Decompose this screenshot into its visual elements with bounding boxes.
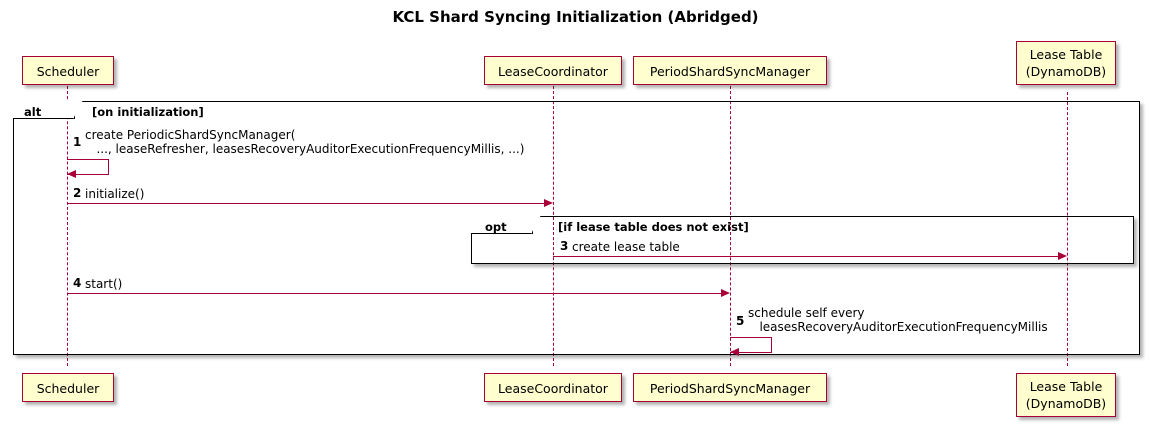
message-2-line — [67, 203, 544, 204]
fragment-alt-label: alt — [24, 105, 42, 119]
fragment-opt-label: opt — [485, 220, 507, 234]
message-1-arrowhead — [67, 170, 76, 178]
message-1-number: 1 — [73, 135, 82, 149]
participant-periodshardsyncmanager-top[interactable]: PeriodShardSyncManager — [633, 56, 827, 85]
participant-scheduler-bottom[interactable]: Scheduler — [22, 373, 114, 402]
message-1-self-arrow — [67, 159, 109, 175]
fragment-opt — [471, 216, 1134, 264]
message-1-text: create PeriodicShardSyncManager( ..., le… — [85, 128, 525, 156]
page-title: KCL Shard Syncing Initialization (Abridg… — [392, 8, 759, 26]
message-5-arrowhead — [730, 348, 739, 356]
message-2-number: 2 — [73, 186, 82, 200]
participant-leasetable-bottom[interactable]: Lease Table (DynamoDB) — [1016, 373, 1116, 417]
lifeline-periodshardsyncmanager — [730, 86, 731, 366]
message-5-self-arrow — [730, 337, 772, 353]
lifeline-leasecoordinator — [553, 86, 554, 366]
participant-scheduler-top[interactable]: Scheduler — [22, 56, 114, 85]
fragment-opt-tab — [471, 214, 541, 234]
message-3-number: 3 — [560, 239, 569, 253]
participant-periodshardsyncmanager-bottom[interactable]: PeriodShardSyncManager — [633, 373, 827, 402]
participant-leasetable-top[interactable]: Lease Table (DynamoDB) — [1016, 41, 1116, 85]
participant-leasecoordinator-top[interactable]: LeaseCoordinator — [484, 56, 622, 85]
fragment-opt-condition: [if lease table does not exist] — [558, 220, 749, 234]
message-4-number: 4 — [73, 276, 82, 290]
message-4-line — [67, 293, 721, 294]
message-4-arrowhead — [721, 288, 730, 297]
message-2-text: initialize() — [85, 187, 145, 201]
message-3-arrowhead — [1058, 251, 1067, 260]
message-5-number: 5 — [736, 314, 745, 328]
participant-leasecoordinator-bottom[interactable]: LeaseCoordinator — [484, 373, 622, 402]
fragment-alt-condition: [on initialization] — [92, 105, 204, 119]
message-2-arrowhead — [544, 198, 553, 207]
message-5-text: schedule self every leasesRecoveryAudito… — [748, 306, 1048, 334]
fragment-alt-tab — [13, 99, 83, 119]
fragment-alt — [13, 101, 1140, 355]
message-4-text: start() — [85, 277, 123, 291]
message-3-text: create lease table — [572, 240, 680, 254]
lifeline-scheduler — [67, 86, 68, 366]
message-3-line — [553, 256, 1058, 257]
lifeline-leasetable — [1067, 92, 1068, 366]
